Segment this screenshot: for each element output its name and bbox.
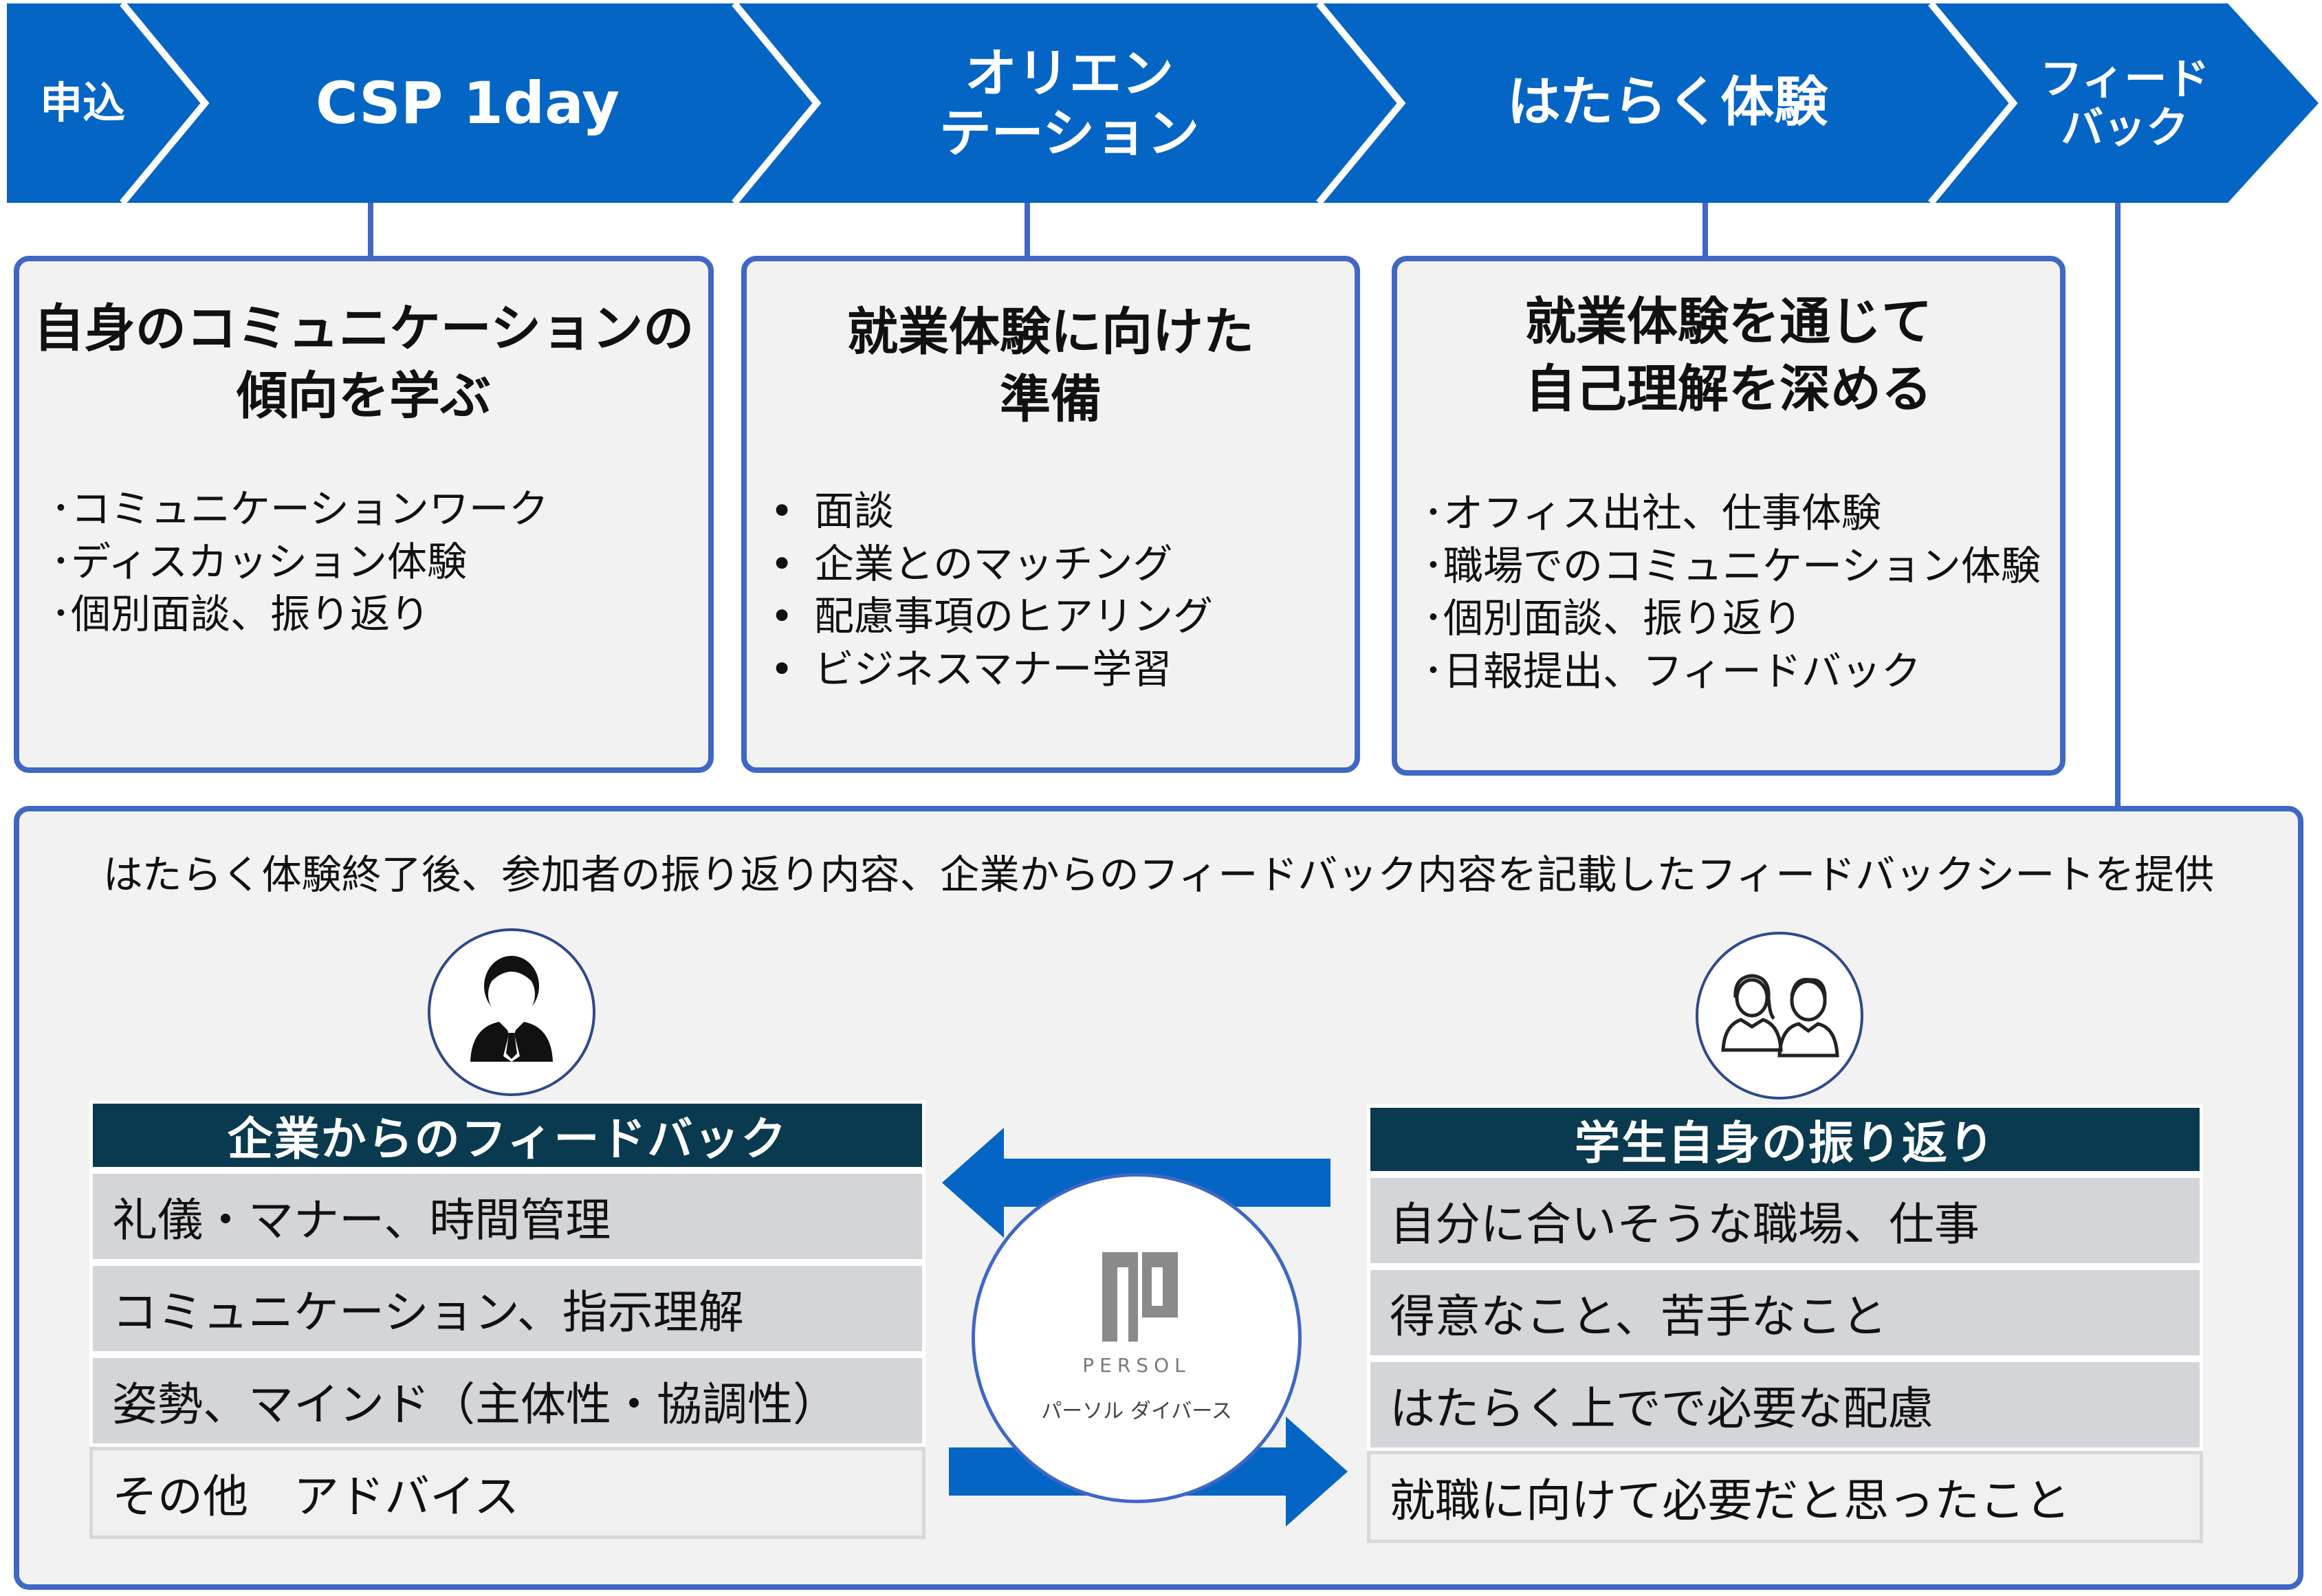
flow-step-orientation-label: オリエン テーション bbox=[939, 42, 1200, 164]
table-row: 姿勢、マインド（主体性・協調性） bbox=[89, 1355, 925, 1447]
businessman-icon bbox=[428, 928, 595, 1096]
flow-step-csp-label: CSP 1day bbox=[316, 69, 620, 137]
connector-orientation bbox=[1025, 203, 1030, 258]
list-item: 面談 bbox=[767, 485, 1213, 538]
flow-step-feedback bbox=[1931, 3, 2319, 203]
card-csp: 自身のコミュニケーションの 傾向を学ぶ コミュニケーションワーク ディスカッショ… bbox=[14, 256, 714, 773]
table-row: コミュニケーション、指示理解 bbox=[89, 1262, 925, 1355]
list-item: オフィス出社、仕事体験 bbox=[1423, 487, 2041, 540]
list-item: 個別面談、振り返り bbox=[1423, 592, 2041, 645]
process-flow bbox=[7, 1, 2319, 206]
list-item: ディスカッション体験 bbox=[51, 536, 549, 589]
flow-step-work-experience-label: はたらく体験 bbox=[1507, 72, 1828, 134]
card-orientation-title: 就業体験に向けた 準備 bbox=[847, 303, 1254, 429]
list-item: 個別面談、振り返り bbox=[51, 588, 549, 641]
card-orientation-list: 面談 企業とのマッチング 配慮事項のヒアリング ビジネスマナー学習 bbox=[767, 485, 1213, 695]
list-item: コミュニケーションワーク bbox=[51, 483, 549, 536]
flow-step-orientation bbox=[734, 3, 1403, 203]
flow-step-work-experience bbox=[1319, 3, 2015, 203]
card-work-experience-list: オフィス出社、仕事体験 職場でのコミュニケーション体験 個別面談、振り返り 日報… bbox=[1423, 487, 2041, 697]
two-people-icon bbox=[1696, 932, 1863, 1100]
table-row: はたらく上でで必要な配慮 bbox=[1367, 1359, 2203, 1451]
table-row: 就職に向けて必要だと思ったこと bbox=[1367, 1451, 2203, 1543]
connector-feedback bbox=[2115, 203, 2121, 808]
connector-csp bbox=[368, 203, 373, 258]
student-reflection-title: 学生自身の振り返り bbox=[1367, 1104, 2203, 1174]
list-item: 日報提出、フィードバック bbox=[1423, 645, 2041, 698]
list-item: ビジネスマナー学習 bbox=[767, 643, 1213, 696]
card-csp-title: 自身のコミュニケーションの 傾向を学ぶ bbox=[33, 299, 694, 426]
card-csp-list: コミュニケーションワーク ディスカッション体験 個別面談、振り返り bbox=[51, 483, 549, 641]
persol-logo-icon bbox=[1102, 1252, 1178, 1342]
persol-wordmark: PERSOL bbox=[1082, 1354, 1191, 1377]
connector-work-experience bbox=[1702, 203, 1708, 258]
list-item: 企業とのマッチング bbox=[767, 538, 1213, 591]
student-reflection-table: 学生自身の振り返り 自分に合いそうな職場、仕事 得意なこと、苦手なこと はたらく… bbox=[1367, 1104, 2203, 1543]
flow-step-apply-label: 申込 bbox=[39, 78, 125, 129]
card-work-experience-title: 就業体験を通じて 自己理解を深める bbox=[1525, 292, 1932, 419]
table-row: 礼儀・マナー、時間管理 bbox=[89, 1170, 925, 1262]
company-feedback-table: 企業からのフィードバック 礼儀・マナー、時間管理 コミュニケーション、指示理解 … bbox=[89, 1100, 925, 1539]
persol-subtitle: パーソル ダイバース bbox=[1041, 1399, 1232, 1423]
table-row: 自分に合いそうな職場、仕事 bbox=[1367, 1174, 2203, 1267]
card-orientation: 就業体験に向けた 準備 面談 企業とのマッチング 配慮事項のヒアリング ビジネス… bbox=[741, 256, 1360, 773]
company-feedback-title: 企業からのフィードバック bbox=[89, 1100, 925, 1170]
flow-step-csp bbox=[122, 3, 818, 203]
list-item: 職場でのコミュニケーション体験 bbox=[1423, 540, 2041, 593]
card-work-experience: 就業体験を通じて 自己理解を深める オフィス出社、仕事体験 職場でのコミュニケー… bbox=[1392, 256, 2066, 776]
table-row: 得意なこと、苦手なこと bbox=[1367, 1267, 2203, 1359]
flow-step-feedback-label: フィード バック bbox=[2039, 53, 2210, 153]
persol-logo-badge: PERSOL パーソル ダイバース bbox=[972, 1173, 1302, 1503]
list-item: 配慮事項のヒアリング bbox=[767, 590, 1213, 643]
feedback-sheet-summary: はたらく体験終了後、参加者の振り返り内容、企業からのフィードバック内容を記載した… bbox=[102, 851, 2215, 898]
table-row: その他 アドバイス bbox=[89, 1447, 925, 1539]
